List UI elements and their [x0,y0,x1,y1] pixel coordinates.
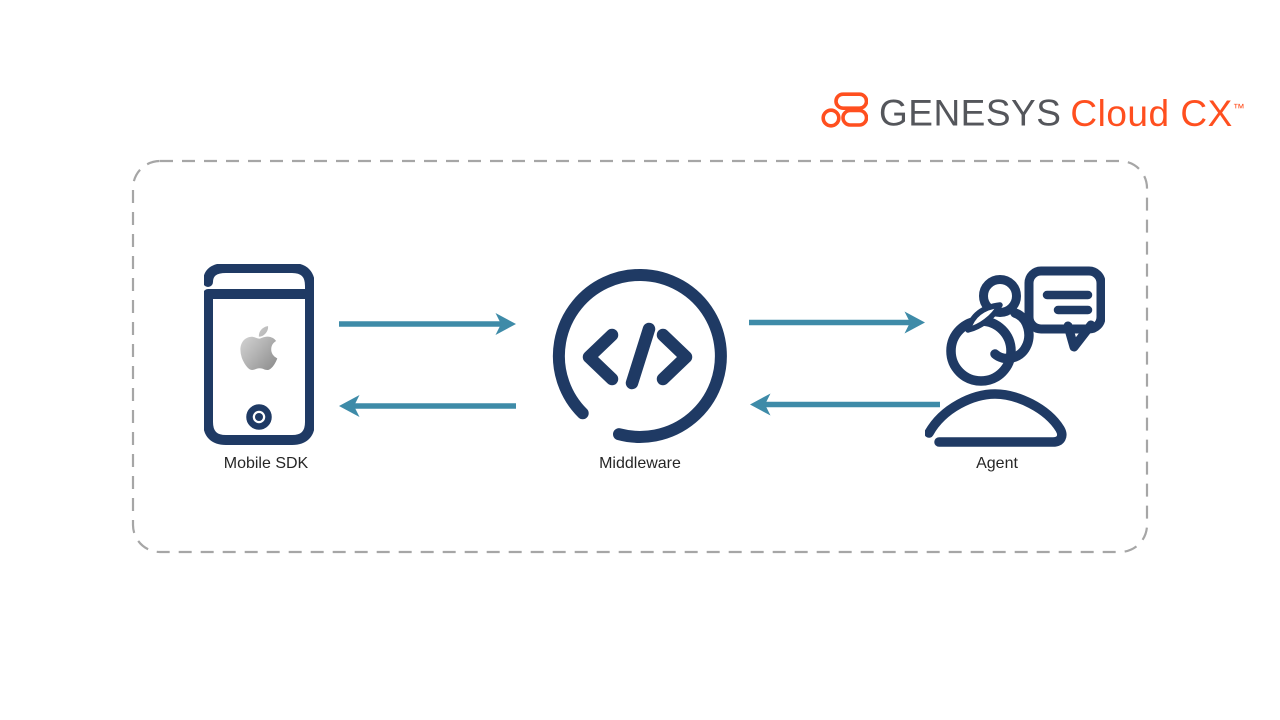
arrow-mobile-to-middleware [339,313,516,335]
apple-logo-icon [240,326,278,371]
chat-bubble-icon [1024,266,1105,352]
agent-shoulders [925,389,1067,447]
arrow-middleware-to-mobile [339,395,516,417]
phone-outline [204,264,314,445]
right-angle-bracket [656,328,693,386]
home-button-ring [246,404,272,430]
logo-trademark: ™ [1232,101,1245,116]
smartphone-apple-icon [204,264,314,445]
agent-headset-chat-icon [925,266,1105,447]
arrow-middleware-to-agent [749,311,925,334]
logo-brand-text: GENESYS [879,92,1062,134]
genesys-logo-icon [821,92,868,128]
logo-product-text: Cloud CX [1070,92,1233,134]
slash [625,322,656,390]
chat-bubble-tail [1063,320,1096,352]
home-button-dot [255,413,263,421]
agent-person-icon [925,275,1067,447]
circle-outline [552,268,727,443]
node-label-mobile-sdk: Mobile SDK [223,455,309,472]
left-angle-bracket [582,328,619,386]
arrow-agent-to-middleware [750,393,940,416]
node-label-agent: Agent [976,455,1018,472]
code-circle-icon [552,268,727,443]
node-label-middleware: Middleware [599,455,681,472]
